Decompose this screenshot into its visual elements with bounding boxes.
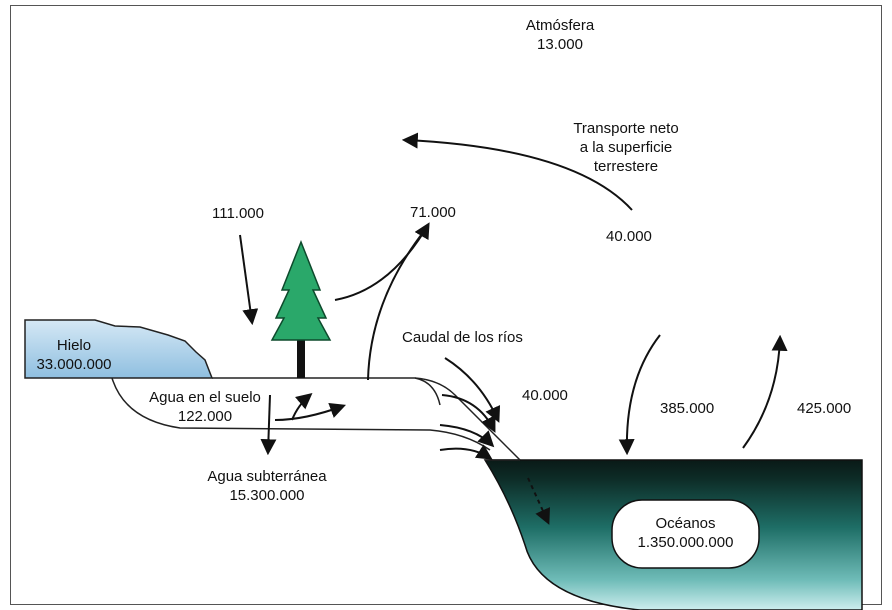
ocean-label-box [611, 499, 760, 569]
river-arrow-1 [444, 357, 501, 423]
transport-line-2: a la superficie [579, 139, 673, 156]
river-arrow-4 [439, 444, 493, 460]
precip-land-arrow [239, 234, 259, 326]
ice-value: 33.000.000 [36, 356, 112, 373]
precip-land-value: 111.000 [212, 205, 264, 222]
soil-layer-inner [414, 377, 441, 406]
seepage-arrow [527, 477, 550, 525]
transport-line-1: Transporte neto [573, 120, 679, 137]
evap-tree-arrow [334, 222, 430, 301]
ice-block [24, 319, 214, 379]
ocean-precip-value: 385.000 [660, 400, 715, 417]
evap-land-value: 71.000 [410, 204, 456, 221]
tree-crown [270, 239, 332, 341]
river-title: Caudal de los ríos [402, 329, 523, 346]
soil-layer [111, 377, 491, 451]
groundwater-title: Agua subterránea [207, 468, 327, 485]
ocean-title: Océanos [655, 515, 716, 532]
transport-arrow [401, 132, 633, 211]
ocean-evap-value: 425.000 [797, 400, 852, 417]
groundwater-value: 15.300.000 [229, 487, 305, 504]
soil-label: Agua en el suelo 122.000 [140, 388, 270, 426]
soil-value: 122.000 [177, 408, 233, 425]
river-arrow-3 [439, 424, 495, 448]
ice-label: Hielo 33.000.000 [28, 336, 120, 374]
evap-soil-arrow [367, 229, 426, 381]
soil-arrow-right [274, 402, 347, 421]
transport-line-3: terrestere [593, 158, 659, 175]
ocean-label: Océanos 1.350.000.000 [612, 514, 759, 552]
atmosphere-value: 13.000 [537, 36, 583, 53]
precip-ocean-arrow [618, 334, 661, 456]
soil-arrow-up [291, 392, 313, 421]
tree-trunk [297, 333, 305, 378]
river-arrow-2 [441, 394, 496, 433]
ocean-value: 1.350.000.000 [637, 534, 734, 551]
transport-label: Transporte neto a la superficie terreste… [556, 119, 696, 176]
transport-value: 40.000 [606, 228, 652, 245]
groundwater-label: Agua subterránea 15.300.000 [192, 467, 342, 505]
ice-title: Hielo [56, 337, 92, 354]
atmosphere-label: Atmósfera 13.000 [510, 16, 610, 54]
atmosphere-title: Atmósfera [525, 17, 595, 34]
river-value: 40.000 [522, 387, 568, 404]
soil-arrow-down [260, 394, 277, 456]
soil-title: Agua en el suelo [149, 389, 261, 406]
evap-ocean-arrow [742, 334, 788, 449]
